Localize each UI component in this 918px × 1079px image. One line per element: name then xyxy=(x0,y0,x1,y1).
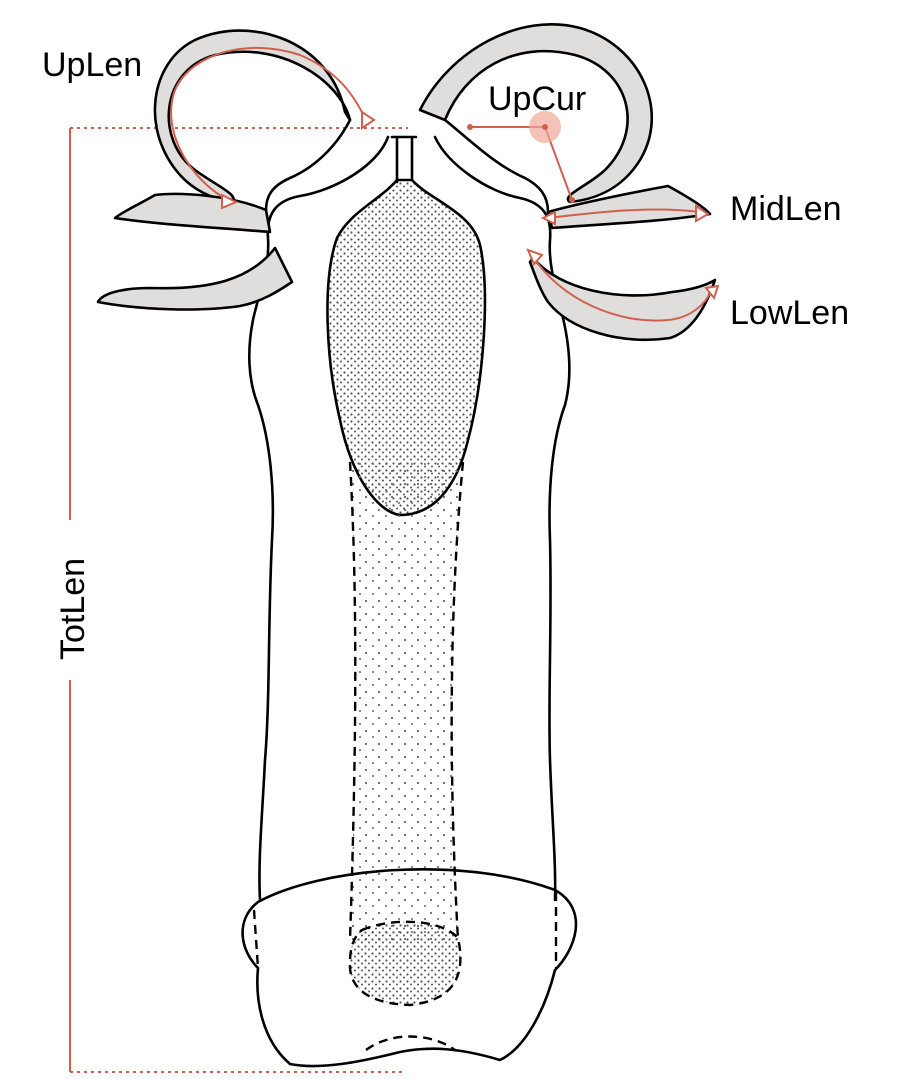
upper-hook-left xyxy=(155,31,350,202)
upper-length-line xyxy=(171,48,365,200)
upper-length-arrow-end xyxy=(362,112,374,128)
upper-curvature-label: UpCur xyxy=(488,80,586,118)
neck xyxy=(392,137,416,182)
lower-hook-right xyxy=(530,258,715,340)
plate-left-inner-edge xyxy=(254,910,258,968)
curvature-center-point xyxy=(542,124,548,130)
lower-length-label: LowLen xyxy=(730,294,849,332)
terminal-knob xyxy=(350,922,461,1005)
total-length-label: TotLen xyxy=(54,558,92,660)
upper-link-left xyxy=(266,120,350,210)
middle-length-label: MidLen xyxy=(730,190,842,228)
curvature-tip-point xyxy=(569,197,575,203)
upper-length-label: UpLen xyxy=(42,46,142,84)
lower-hook-left xyxy=(98,248,292,309)
upper-curvature-lines xyxy=(470,127,572,200)
middle-hook-left xyxy=(115,194,270,232)
curvature-chord-point xyxy=(467,124,473,130)
